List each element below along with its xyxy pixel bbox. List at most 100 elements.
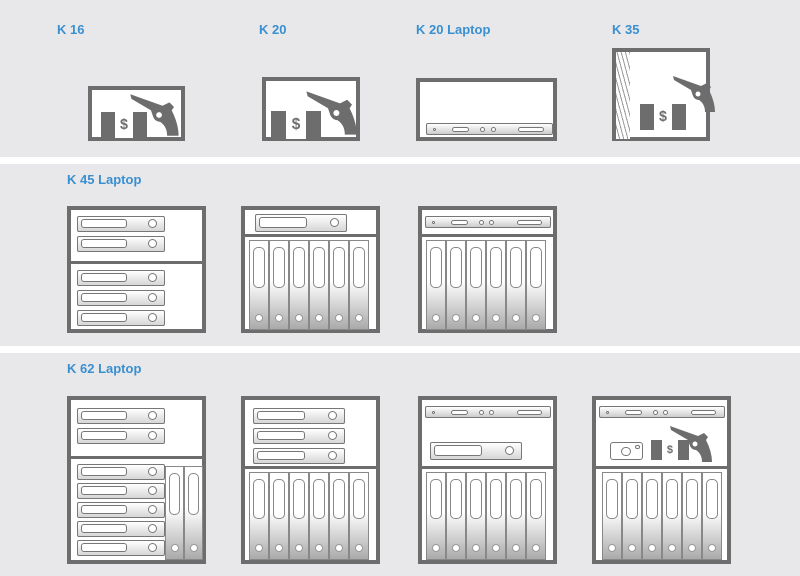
drawer-knob-icon: [148, 313, 157, 322]
binder-dot-icon: [275, 544, 283, 552]
cash-dollar-icon: $: [662, 440, 678, 460]
drawer: [77, 483, 165, 499]
drawer: [77, 408, 165, 424]
laptop-port-icon: [663, 410, 668, 415]
binder-dot-icon: [170, 544, 179, 552]
cash-dollar-icon: $: [653, 104, 673, 130]
model-label-k16: K 16: [57, 22, 85, 37]
safe-k62-d: $: [592, 396, 731, 564]
binder: [526, 472, 546, 560]
binder-dot-icon: [295, 544, 303, 552]
binder: [682, 472, 702, 560]
binder: [446, 472, 466, 560]
binder: [289, 472, 309, 560]
drawer-label-slot: [81, 411, 127, 420]
binder-dot-icon: [648, 544, 656, 552]
binder: [165, 466, 184, 560]
safe-k45-a: [67, 206, 206, 333]
laptop-port-icon: [432, 411, 435, 414]
binder-slot: [470, 479, 482, 519]
binder-slot: [430, 479, 442, 519]
laptop-vent-icon: [690, 410, 716, 415]
shelf-divider: [422, 234, 553, 237]
safe-k20-laptop: [416, 78, 557, 141]
drawer-knob-icon: [148, 219, 157, 228]
binder-slot: [530, 247, 542, 288]
binder: [486, 472, 506, 560]
binder: [506, 240, 526, 330]
binder-slot: [450, 479, 462, 519]
safe-k45-b: [241, 206, 380, 333]
laptop-port-icon: [490, 127, 496, 132]
shelf-divider: [71, 261, 202, 264]
drawer: [253, 408, 345, 424]
binder-slot: [490, 247, 502, 288]
safe-k16: $: [88, 86, 185, 141]
binder-dot-icon: [315, 314, 323, 322]
safe-k35: $: [612, 48, 715, 141]
binder-dot-icon: [472, 544, 480, 552]
laptop-port-icon: [606, 411, 609, 414]
binder: [426, 472, 446, 560]
binder-slot: [273, 247, 285, 288]
binder-slot: [313, 247, 325, 288]
drawer-knob-icon: [328, 411, 337, 420]
binder: [426, 240, 446, 330]
laptop: [425, 406, 551, 418]
binder-dot-icon: [255, 544, 263, 552]
binder-slot: [626, 479, 638, 519]
binder-dot-icon: [452, 314, 460, 322]
binder: [506, 472, 526, 560]
laptop: [426, 123, 553, 135]
binder: [184, 466, 203, 560]
binder: [446, 240, 466, 330]
drawer: [253, 448, 345, 464]
drawer-knob-icon: [148, 524, 157, 533]
binder-slot: [253, 479, 265, 519]
binder-dot-icon: [668, 544, 676, 552]
drawer-knob-icon: [328, 431, 337, 440]
drawer: [255, 214, 347, 232]
laptop-port-icon: [478, 220, 484, 225]
binder-slot: [510, 479, 522, 519]
binder-slot: [293, 247, 305, 288]
drawer: [430, 442, 522, 460]
drawer-label-slot: [257, 451, 305, 460]
drawer: [77, 270, 165, 286]
drawer-knob-icon: [148, 293, 157, 302]
binder-dot-icon: [492, 544, 500, 552]
model-label-k45-laptop: K 45 Laptop: [67, 172, 142, 187]
drawer: [77, 310, 165, 326]
laptop-vent-icon: [516, 220, 542, 225]
drawer-knob-icon: [328, 451, 337, 460]
binder-slot: [666, 479, 678, 519]
drawer: [77, 521, 165, 537]
safe-k62-c: [418, 396, 557, 564]
drawer-knob-icon: [505, 446, 514, 455]
binder: [349, 240, 369, 330]
binder-slot: [470, 247, 482, 288]
binder-dot-icon: [189, 544, 198, 552]
drawer-label-slot: [81, 273, 127, 282]
binder: [309, 472, 329, 560]
binder-slot: [169, 473, 180, 516]
binder-slot: [333, 479, 345, 519]
drawer-label-slot: [81, 219, 127, 228]
binder: [289, 240, 309, 330]
binder-slot: [530, 479, 542, 519]
drawer: [77, 290, 165, 306]
drawer-label-slot: [81, 486, 127, 495]
drawer-knob-icon: [148, 467, 157, 476]
binder-dot-icon: [335, 544, 343, 552]
model-label-k20: K 20: [259, 22, 287, 37]
binder-slot: [450, 247, 462, 288]
binder: [269, 240, 289, 330]
drawer-label-slot: [259, 217, 307, 228]
binder-slot: [353, 479, 365, 519]
binder-dot-icon: [255, 314, 263, 322]
binder: [642, 472, 662, 560]
shelf-divider: [245, 466, 376, 469]
drawer: [77, 540, 165, 556]
binder-dot-icon: [688, 544, 696, 552]
binder-slot: [646, 479, 658, 519]
